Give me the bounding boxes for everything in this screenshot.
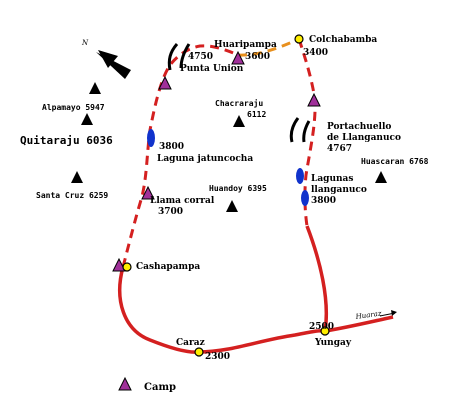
huaripampa-trail (237, 37, 300, 57)
caraz-elevation: 2300 (205, 352, 230, 362)
lagunas-elevation: 3800 (311, 196, 336, 206)
camp-icon-punta (158, 75, 172, 90)
huaripampa-elevation: 3600 (245, 52, 270, 62)
santa-cruz-trail (121, 44, 239, 268)
town-icon-caraz (194, 347, 204, 357)
laguna-jatuncocha-elevation: 3800 (159, 142, 184, 152)
caraz-label: Caraz (176, 338, 205, 348)
town-icon-colchabamba (294, 34, 304, 44)
camp-icon-portachuello (307, 92, 321, 107)
laguna-orconcocha-lake-icon (301, 190, 309, 206)
portachuello-label-2: de Llanganuco (327, 133, 401, 143)
quitaraju-label: Quitaraju 6036 (20, 134, 113, 147)
peak-icon-huandoy (226, 200, 238, 212)
camp-icon-cashapampa (112, 257, 126, 272)
camp-legend-icon (118, 376, 132, 391)
yungay-label: Yungay (314, 338, 352, 348)
chacraraju-elevation: 6112 (247, 110, 266, 119)
town-icon-cashapampa (122, 262, 132, 272)
llama-corral-label: Llama corral (150, 196, 215, 206)
colchabamba-elevation: 3400 (303, 48, 328, 58)
peak-icon-chacraraju (233, 115, 245, 127)
peak-icon-santa-cruz (71, 171, 83, 183)
north-label: N (81, 39, 89, 47)
north-arrow-icon: N (81, 39, 131, 79)
laguna-chinancocha-lake-icon (296, 168, 304, 184)
alpamayo-label: Alpamayo 5947 (42, 103, 105, 112)
yungay-spur (305, 225, 329, 332)
legend: Camp (118, 376, 176, 393)
camp-icon-huaripampa (231, 50, 245, 65)
portachuello-label: Portachuello (327, 122, 391, 132)
portachuello-elevation: 4767 (327, 144, 352, 154)
main-road (118, 266, 394, 354)
laguna-jatuncocha-label: Laguna jatuncocha (157, 154, 253, 164)
chacraraju-label: Chacraraju (215, 98, 263, 108)
colchabamba-label: Colchabamba (309, 35, 377, 45)
huaraz-arrow-icon (379, 310, 397, 317)
town-icon-yungay (320, 326, 330, 336)
santa-cruz-label: Santa Cruz 6259 (36, 191, 108, 200)
huascaran-label: Huascaran 6768 (361, 157, 429, 166)
huaraz-label: Huaraz (354, 309, 382, 321)
peak-icon-alpamayo (89, 82, 101, 94)
peak-icon-huascaran (375, 171, 387, 183)
camp-legend-label: Camp (144, 382, 176, 393)
camp-icon-llama-corral (141, 185, 155, 200)
punta-union-pass-icon (167, 43, 191, 71)
lagunas-label: Lagunas (311, 174, 353, 184)
peak-icon-quitaraju (81, 113, 93, 125)
laguna-jatuncocha-lake-icon (147, 129, 155, 147)
llama-corral-elevation: 3700 (158, 207, 183, 217)
yungay-elevation: 2500 (309, 322, 334, 332)
huaripampa-label: Huaripampa (214, 40, 277, 50)
cashapampa-label: Cashapampa (136, 262, 200, 272)
punta-union-elevation: 4750 (188, 52, 213, 62)
punta-union-label: Punta Union (180, 64, 244, 74)
portachuello-pass-icon (289, 117, 311, 143)
lagunas-label-2: llanganuco (311, 185, 367, 195)
huandoy-label: Huandoy 6395 (209, 184, 267, 193)
